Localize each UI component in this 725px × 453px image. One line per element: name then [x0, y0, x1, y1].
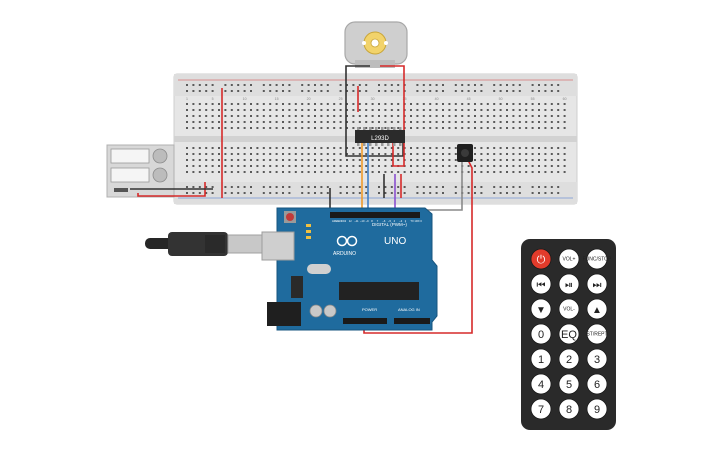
power-label: ⏻ — [537, 254, 546, 266]
motor-black-wire — [345, 65, 404, 157]
column-number: 45 — [467, 97, 471, 101]
func-stop-button[interactable]: FUNC/STOP — [583, 248, 612, 270]
column-number: 30 — [371, 97, 375, 101]
digital-pin-label: ~11 — [354, 219, 359, 223]
digit-7-button[interactable]: 7 — [530, 398, 552, 420]
digit-2-label: 2 — [566, 354, 572, 366]
uno-label: UNO — [384, 236, 406, 247]
digit-5-label: 5 — [566, 379, 572, 391]
breadboard-holes — [186, 84, 566, 194]
digital-pin-label: ~5 — [388, 219, 392, 223]
digit-3-label: 3 — [594, 354, 600, 366]
column-number: 5 — [212, 97, 214, 101]
chip-label: L293D — [371, 136, 389, 142]
digit-0-button[interactable]: 0 — [530, 323, 552, 345]
st-rept-label: ST/REPT — [586, 332, 607, 338]
chip-pins — [357, 127, 402, 146]
prev-button[interactable]: ⏮ — [530, 273, 552, 295]
power-button[interactable]: ⏻ — [530, 248, 552, 270]
eq-button[interactable]: EQ — [558, 323, 580, 345]
digit-4-label: 4 — [538, 379, 544, 391]
column-number: 1 — [186, 97, 188, 101]
down-button[interactable]: ▼ — [530, 298, 552, 320]
digit-7-label: 7 — [538, 404, 544, 416]
digital-pin-label: AREF — [332, 219, 339, 223]
ir-remote[interactable]: ⏻ VOL+ FUNC/STOP ⏮ ⏯ ⏭ ▼ VOL- ▲ 0 EQ ST/REPT 1 2 3 4 5 6 7… — [521, 239, 616, 430]
column-number: 50 — [499, 97, 503, 101]
up-button[interactable]: ▲ — [586, 298, 608, 320]
digital-pin-label: RX 0 — [416, 219, 422, 223]
l293d-chip[interactable]: L293D — [355, 127, 405, 146]
brand-label: ARDUINO — [333, 251, 356, 257]
column-number: 10 — [243, 97, 247, 101]
digital-pin-label: ~9 — [366, 219, 370, 223]
column-number: 15 — [275, 97, 279, 101]
digit-8-button[interactable]: 8 — [558, 398, 580, 420]
ir-receiver[interactable] — [457, 144, 473, 162]
func-stop-label: FUNC/STOP — [583, 257, 612, 263]
remote-buttons: ⏻ VOL+ FUNC/STOP ⏮ ⏯ ⏭ ▼ VOL- ▲ 0 EQ ST/REPT 1 2 3 4 5 6 7… — [530, 248, 612, 420]
column-number: 25 — [339, 97, 343, 101]
digital-pin-label: ~3 — [399, 219, 403, 223]
eq-label: EQ — [561, 329, 577, 341]
play-pause-button[interactable]: ⏯ — [558, 273, 580, 295]
vol-up-label: VOL+ — [563, 257, 576, 263]
digital-pin-label: 8 — [371, 219, 373, 223]
motor-red-wire — [380, 65, 405, 167]
digital-pin-label: TX 1 — [410, 219, 416, 223]
analog-label: ANALOG IN — [398, 307, 420, 312]
vol-down-label: VOL- — [563, 307, 575, 313]
digit-2-button[interactable]: 2 — [558, 348, 580, 370]
arduino-logo — [336, 235, 358, 247]
arduino-uno[interactable]: DIGITAL (PWM~) UNO ARDUINO POWER ANALOG … — [261, 207, 438, 331]
digital-pin-label: ~6 — [382, 219, 386, 223]
digital-label: DIGITAL (PWM~) — [372, 222, 407, 227]
wires — [130, 65, 473, 334]
column-number: 55 — [531, 97, 535, 101]
down-label: ▼ — [536, 305, 546, 316]
digital-pin-label: 2 — [405, 219, 407, 223]
digit-0-label: 0 — [538, 329, 544, 341]
digital-pin-label: 12 — [349, 219, 352, 223]
column-number: 60 — [563, 97, 567, 101]
play-pause-label: ⏯ — [565, 280, 573, 291]
digit-4-button[interactable]: 4 — [530, 373, 552, 395]
digital-pin-label: 4 — [394, 219, 396, 223]
prev-label: ⏮ — [537, 280, 546, 291]
dc-motor[interactable] — [344, 21, 408, 68]
column-number: 20 — [307, 97, 311, 101]
digital-pin-label: 13 — [343, 219, 346, 223]
digit-9-label: 9 — [594, 404, 600, 416]
next-button[interactable]: ⏭ — [586, 273, 608, 295]
digit-6-button[interactable]: 6 — [586, 373, 608, 395]
st-rept-button[interactable]: ST/REPT — [586, 323, 608, 345]
digital-pin-label: 7 — [377, 219, 379, 223]
digital-pin-label: ~10 — [360, 219, 365, 223]
next-label: ⏭ — [593, 280, 602, 291]
digit-3-button[interactable]: 3 — [586, 348, 608, 370]
digit-9-button[interactable]: 9 — [586, 398, 608, 420]
power-label: POWER — [362, 307, 377, 312]
digit-5-button[interactable]: 5 — [558, 373, 580, 395]
vol-up-button[interactable]: VOL+ — [558, 248, 580, 270]
vol-down-button[interactable]: VOL- — [558, 298, 580, 320]
usb-cable — [145, 232, 269, 256]
digit-1-label: 1 — [538, 354, 544, 366]
column-number: 40 — [435, 97, 439, 101]
up-label: ▲ — [592, 305, 602, 316]
digital-pin-label: GND — [338, 219, 344, 223]
digit-1-button[interactable]: 1 — [530, 348, 552, 370]
digit-6-label: 6 — [594, 379, 600, 391]
digit-8-label: 8 — [566, 404, 572, 416]
